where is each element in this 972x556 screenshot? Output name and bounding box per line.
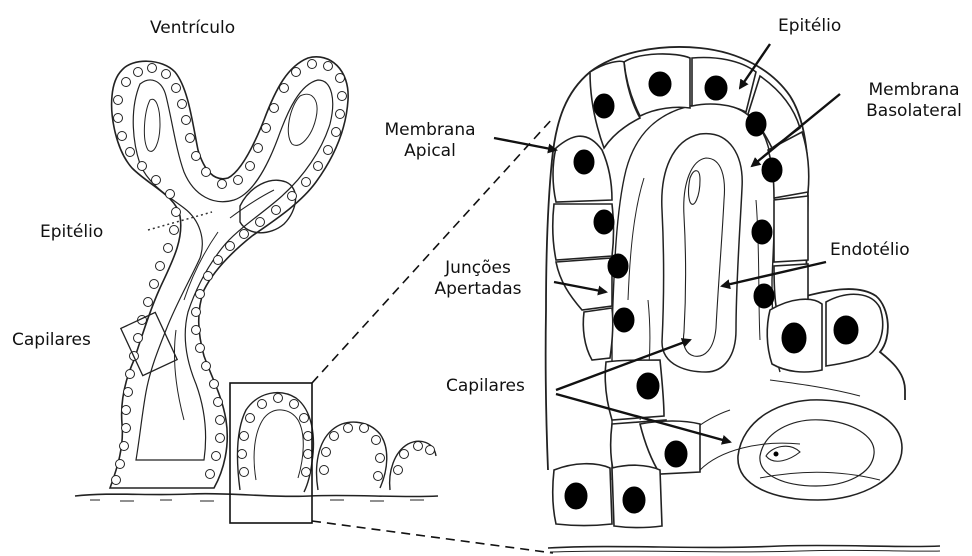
label-basolateral-membrane: Membrana Basolateral — [858, 80, 970, 122]
label-apical-membrane: Membrana Apical — [378, 120, 482, 162]
villus-base-line — [75, 494, 438, 497]
label-capillaries-left: Capilares — [12, 330, 91, 351]
detail-base-line — [548, 545, 940, 548]
label-apical-line2: Apical — [378, 141, 482, 162]
lower-capillary-outer — [738, 400, 902, 500]
villus-base-hatching — [90, 500, 424, 501]
zoom-line-bottom — [312, 521, 553, 553]
label-junctions-line1: Junções — [420, 258, 536, 279]
lower-villi-nuclei — [238, 394, 435, 481]
label-endothelium: Endotélio — [830, 240, 910, 261]
lower-capillary-lumen — [766, 446, 800, 461]
label-epithelium-right: Epitélio — [778, 16, 841, 37]
capillary-loop-inner — [683, 158, 724, 356]
villus-core-left — [144, 99, 160, 151]
label-tight-junctions: Junções Apertadas — [420, 258, 536, 300]
label-basolateral-line2: Basolateral — [858, 101, 970, 122]
lower-villus-fold-1-inner — [254, 410, 303, 480]
label-ventricle: Ventrículo — [150, 18, 235, 39]
lower-villus-fold-1 — [238, 393, 314, 492]
label-basolateral-line1: Membrana — [858, 80, 970, 101]
villus-inner-contour — [133, 80, 332, 460]
detail-base-line-2 — [550, 550, 940, 552]
cell-left-5 — [583, 308, 613, 360]
label-capillaries-right: Capilares — [446, 376, 525, 397]
capillary-lumen-mark — [689, 171, 701, 205]
capillary-loop-outer — [662, 134, 742, 372]
label-apical-line1: Membrana — [378, 120, 482, 141]
label-epithelium-left: Epitélio — [40, 222, 103, 243]
villus-core-right — [288, 94, 317, 145]
label-junctions-line2: Apertadas — [420, 279, 536, 300]
cell-right-2 — [774, 196, 808, 262]
